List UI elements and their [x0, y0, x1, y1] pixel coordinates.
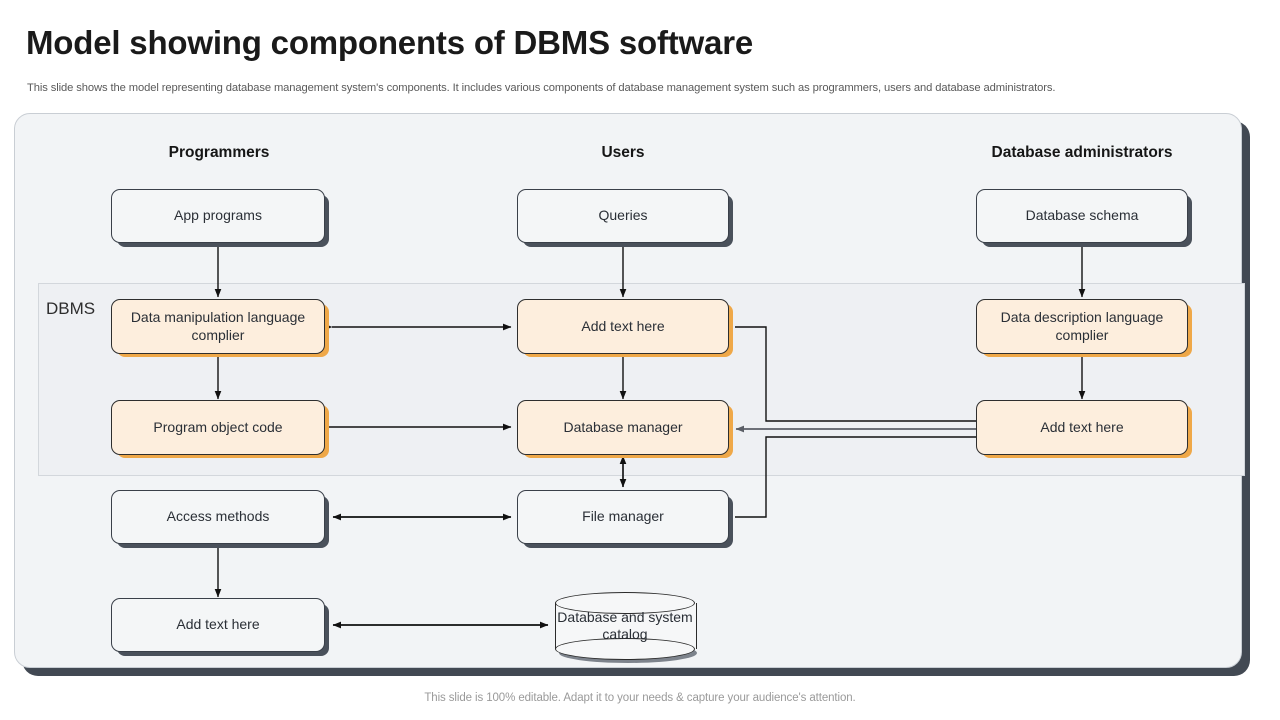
column-header-programmers: Programmers [168, 144, 270, 161]
node-program-object-code[interactable]: Program object code [111, 400, 325, 455]
column-header-users: Users [601, 144, 645, 161]
node-database-and-system-catalog[interactable]: Database and system catalog [555, 592, 697, 660]
node-database-manager[interactable]: Database manager [517, 400, 729, 455]
dbms-region-label: DBMS [46, 299, 96, 318]
footer-note: This slide is 100% editable. Adapt it to… [424, 692, 856, 704]
node-add-text-here-center[interactable]: Add text here [517, 299, 729, 354]
cylinder-bottom-ellipse [555, 638, 695, 660]
page-title: Model showing components of DBMS softwar… [26, 24, 753, 61]
column-header-database-administrators: Database administrators [991, 144, 1173, 161]
cylinder-label: Database and system catalog [557, 608, 693, 643]
node-app-programs[interactable]: App programs [111, 189, 325, 243]
page-subtitle: This slide shows the model representing … [27, 82, 1056, 94]
node-file-manager[interactable]: File manager [517, 490, 729, 544]
node-database-schema[interactable]: Database schema [976, 189, 1188, 243]
node-add-text-here-right[interactable]: Add text here [976, 400, 1188, 455]
cylinder-top-ellipse [555, 592, 695, 614]
node-access-methods[interactable]: Access methods [111, 490, 325, 544]
node-queries[interactable]: Queries [517, 189, 729, 243]
node-data-manipulation-language-complier[interactable]: Data manipulation language complier [111, 299, 325, 354]
node-add-text-here-left[interactable]: Add text here [111, 598, 325, 652]
node-data-description-language-complier[interactable]: Data description language complier [976, 299, 1188, 354]
